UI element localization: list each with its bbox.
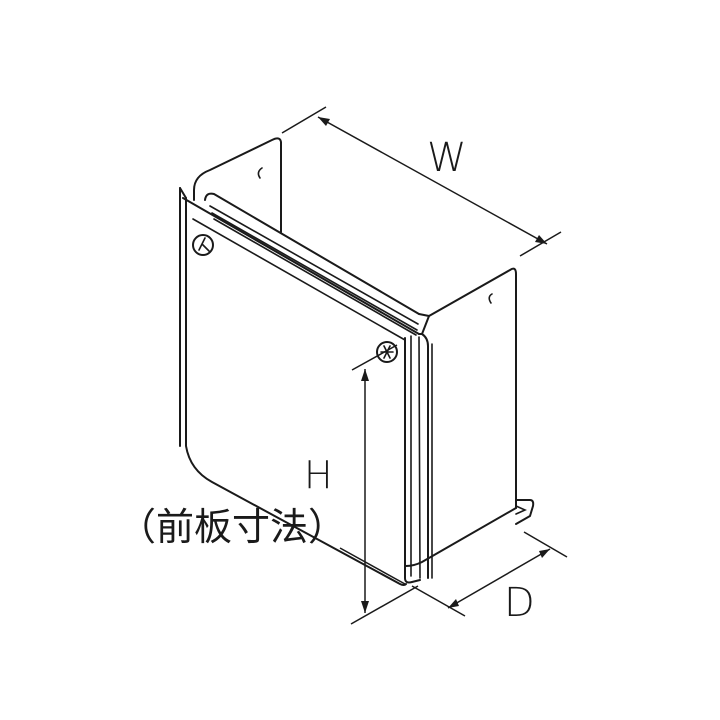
height-extension-line-top	[351, 344, 398, 371]
mounting-hole-right-icon	[488, 293, 493, 304]
width-dimension	[281, 106, 562, 257]
width-extension-line-left	[281, 106, 327, 134]
mounting-hole-left-icon	[257, 167, 263, 179]
width-label: W	[427, 135, 467, 181]
screw-left-icon	[192, 234, 214, 256]
front-right-fold	[404, 333, 433, 584]
depth-dimension-line	[447, 548, 551, 609]
height-arrow-bottom	[361, 601, 369, 613]
screw-right-icon	[376, 341, 398, 363]
height-leader-line	[339, 547, 406, 585]
depth-extension-line-left	[411, 585, 466, 617]
depth-label: D	[504, 580, 535, 626]
height-arrow-top	[361, 369, 369, 381]
right-side-panel	[405, 267, 535, 567]
height-label: H	[304, 453, 333, 497]
depth-arrow-left	[448, 599, 459, 608]
depth-arrow-right	[539, 549, 550, 558]
height-extension-line-bottom	[350, 585, 419, 625]
front-panel	[179, 187, 407, 586]
left-mounting-flange	[193, 137, 282, 233]
depth-dimension	[411, 531, 568, 617]
depth-extension-line-right	[523, 531, 568, 558]
width-arrow-left	[318, 117, 330, 126]
width-arrow-right	[535, 235, 547, 244]
top-rail	[182, 192, 430, 336]
bottom-foot	[515, 499, 535, 525]
width-dimension-line	[317, 116, 548, 245]
height-note-label: （前板寸法）	[118, 505, 347, 549]
width-extension-line-right	[519, 231, 562, 257]
height-dimension	[339, 344, 419, 625]
